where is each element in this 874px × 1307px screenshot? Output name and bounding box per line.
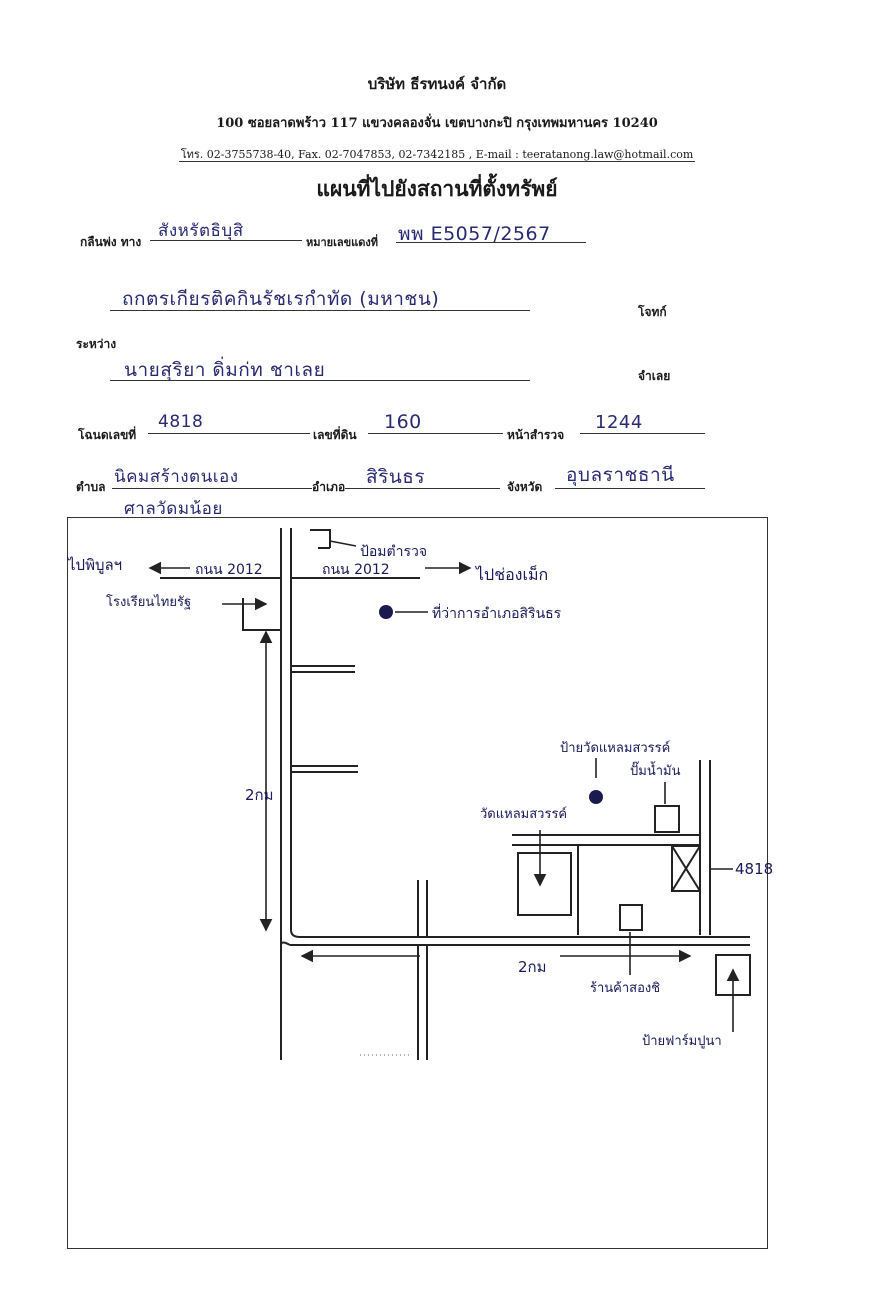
label-plaintiff-role: โจทก์ (638, 305, 667, 319)
plaintiff-value: สังหรัตธิบุสิ (158, 221, 244, 241)
house-building (619, 904, 643, 931)
subdistrict-value-2: ศาลวัดมน้อย (124, 499, 223, 519)
case-number-value: พพ E5057/2567 (398, 223, 551, 245)
label-road-left: ถนน 2012 (195, 562, 263, 578)
company-contact: โทร. 02-3755738-40, Fax. 02-7047853, 02-… (0, 145, 874, 163)
label-road-right: ถนน 2012 (322, 562, 390, 578)
label-to-east: ไปช่องเม็ก (474, 564, 548, 584)
label-temple-sign: ป้ายวัดแหลมสวรรค์ (560, 740, 670, 756)
district-value: สิรินธร (366, 466, 426, 488)
map-frame (67, 517, 768, 1249)
gas-station-building (654, 805, 680, 833)
plot-4818-box (671, 845, 701, 892)
label-plaintiff: กลืนพ่ง ทาง (80, 235, 142, 249)
label-between: ระหว่าง (76, 337, 117, 351)
label-land-number: เลขที่ดิน (313, 428, 357, 442)
underline-survey (580, 433, 705, 434)
underline-defendant (110, 380, 530, 381)
deed-value: 4818 (158, 412, 204, 432)
underline-deed (148, 433, 310, 434)
plaintiff-party-name: ถกตรเกียรติคกินรัชเรกำทัด (มหาชน) (122, 288, 440, 310)
label-plot-4818: 4818 (735, 860, 773, 878)
label-traffic-light: ป้อมตำรวจ (360, 544, 427, 560)
label-province: จังหวัด (507, 480, 543, 494)
defendant-name: นายสุริยา ดิ่มก่ท ชาเลย (124, 359, 326, 381)
page-title: แผนที่ไปยังสถานที่ตั้งทรัพย์ (316, 176, 558, 201)
label-temple: วัดแหลมสวรรค์ (480, 806, 567, 822)
label-subdistrict: ตำบล (76, 480, 106, 494)
survey-page-value: 1244 (595, 412, 643, 433)
label-distance-horizontal: 2กม (518, 958, 547, 976)
label-district: อำเภอ (312, 480, 346, 494)
traffic-light-symbol (310, 529, 331, 548)
subdistrict-value: นิคมสร้างตนเอง (114, 467, 239, 487)
underline-land-number (368, 433, 503, 434)
temple-building (517, 852, 572, 916)
horizontal-road-top-edge (290, 929, 750, 938)
label-distance-vertical: 2กม (245, 786, 274, 804)
underline-province (555, 488, 705, 489)
company-name: บริษัท ธีรทนงค์ จำกัด (367, 75, 507, 93)
company-address: 100 ซอยลาดพร้าว 117 แขวงคลองจั่น เขตบางก… (216, 116, 658, 131)
label-to-west: ไปพิบูลฯ (67, 556, 122, 574)
underline-district (345, 488, 500, 489)
label-deed: โฉนดเลขที่ (78, 428, 137, 442)
underline-party (110, 310, 530, 311)
province-value: อุบลราชธานี (566, 464, 675, 486)
school-box (242, 598, 281, 631)
label-survey-page: หน้าสำรวจ (507, 428, 565, 442)
label-case-number: หมายเลขแดงที่ (306, 236, 378, 249)
district-office-dot (379, 605, 393, 619)
label-sign-bottom: ป้ายฟาร์มปูนา (642, 1033, 722, 1049)
label-district-office: ที่ว่าการอำเภอสิรินธร (432, 604, 562, 622)
underline-case (396, 242, 586, 243)
contact-text: โทร. 02-3755738-40, Fax. 02-7047853, 02-… (178, 148, 696, 162)
pointer-traffic-light (329, 540, 357, 547)
label-house: ร้านค้าสองชิ (590, 981, 660, 996)
label-gas-station: ปั๊มน้ำมัน (630, 761, 681, 779)
temple-sign-dot (589, 790, 603, 804)
underline-plaintiff (150, 240, 302, 241)
road-curve (280, 941, 291, 1060)
label-defendant-role: จำเลย (638, 369, 671, 383)
underline-subdistrict (112, 488, 312, 489)
land-number-value: 160 (384, 411, 422, 433)
label-school: โรงเรียนไทยรัฐ (106, 594, 191, 610)
